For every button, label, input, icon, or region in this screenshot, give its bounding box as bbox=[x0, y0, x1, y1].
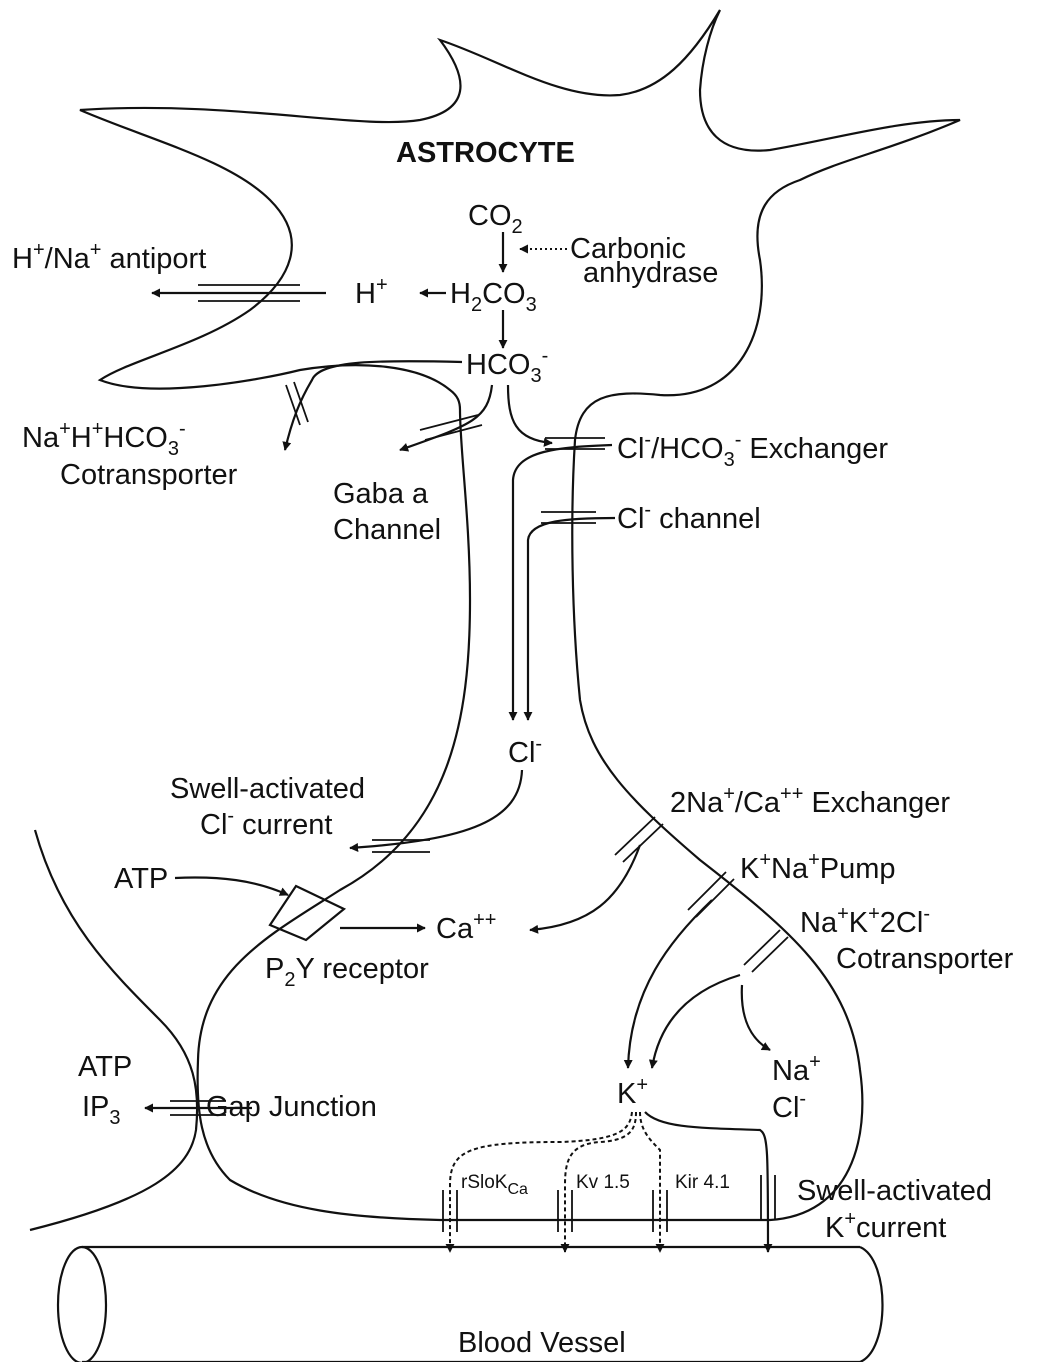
cotransporter-channel-mark-2 bbox=[293, 381, 309, 423]
h2co3-label: H2CO3 bbox=[450, 278, 537, 316]
svg-text:Cl- channel: Cl- channel bbox=[617, 499, 761, 535]
atp-arrow bbox=[174, 876, 289, 897]
svg-text:P2Y receptor: P2Y receptor bbox=[265, 953, 429, 991]
kv-label: Kv 1.5 bbox=[576, 1172, 630, 1193]
cl-ion-label: Cl- bbox=[508, 733, 542, 769]
hco3-efflux-arrow bbox=[506, 384, 553, 447]
svg-text:Na+: Na+ bbox=[772, 1051, 821, 1087]
svg-text:H+/Na+ antiport: H+/Na+ antiport bbox=[12, 239, 206, 275]
svg-text:Cotransporter: Cotransporter bbox=[836, 943, 1014, 975]
cl-channel-label: Cl- channel bbox=[617, 499, 761, 535]
hco3-label: HCO3- bbox=[466, 345, 548, 387]
svg-text:Na+H+HCO3-: Na+H+HCO3- bbox=[22, 418, 186, 460]
cotransporter-channel-mark-1 bbox=[285, 384, 301, 426]
na-cl-out-label: Na+ Cl- bbox=[772, 1051, 821, 1124]
swell-cl-label-2: Cl- current bbox=[200, 805, 332, 841]
atp-ip3-label-2: IP3 bbox=[82, 1091, 121, 1129]
svg-text:Na+K+2Cl-: Na+K+2Cl- bbox=[800, 903, 930, 939]
svg-text:H2CO3: H2CO3 bbox=[450, 278, 537, 316]
svg-text:Cl- current: Cl- current bbox=[200, 805, 332, 841]
svg-text:K+: K+ bbox=[617, 1074, 648, 1110]
ca-label: Ca++ bbox=[436, 909, 496, 945]
gaba-arrow bbox=[399, 384, 494, 452]
atp-ip3-label-1: ATP bbox=[78, 1051, 132, 1083]
exchanger-cl-arrow bbox=[508, 443, 613, 721]
cotransporter-1-label: Na+H+HCO3- Cotransporter bbox=[22, 418, 238, 491]
carbonic-label-2: anhydrase bbox=[583, 257, 718, 289]
svg-text:2Na+/Ca++ Exchanger: 2Na+/Ca++ Exchanger bbox=[670, 783, 950, 819]
swell-cl-arrow bbox=[349, 769, 524, 852]
na-ca-mark-1 bbox=[614, 816, 656, 856]
atp-label: ATP bbox=[114, 863, 168, 895]
nak2cl-mark-1 bbox=[743, 929, 781, 966]
svg-text:IP3: IP3 bbox=[82, 1091, 121, 1129]
swell-cl-label-1: Swell-activated bbox=[170, 773, 365, 805]
exchanger-label: Cl-/HCO3- Exchanger bbox=[617, 429, 888, 471]
svg-text:Cl-: Cl- bbox=[772, 1088, 806, 1124]
adjacent-cell-outline bbox=[29, 829, 199, 1232]
gaba-channel-mark-2 bbox=[424, 424, 483, 441]
svg-text:Cl-: Cl- bbox=[508, 733, 542, 769]
gaba-channel-mark-1 bbox=[419, 414, 479, 431]
pump-mark-1 bbox=[687, 871, 727, 911]
kir-path bbox=[639, 1111, 665, 1253]
astrocyte-label: ASTROCYTE bbox=[396, 137, 575, 169]
gap-junction-label: Gap Junction bbox=[206, 1091, 377, 1123]
nak2cl-nacl-arrow bbox=[740, 984, 771, 1051]
pump-arrow bbox=[623, 899, 713, 1069]
antiport-label: H+/Na+ antiport bbox=[12, 239, 206, 275]
svg-text:H+: H+ bbox=[355, 274, 388, 310]
svg-text:CO2: CO2 bbox=[468, 200, 523, 238]
svg-text:K+Na+Pump: K+Na+Pump bbox=[740, 849, 896, 885]
svg-text:Ca++: Ca++ bbox=[436, 909, 496, 945]
pump-label: K+Na+Pump bbox=[740, 849, 896, 885]
swell-k-path bbox=[644, 1111, 773, 1253]
svg-text:HCO3-: HCO3- bbox=[466, 345, 548, 387]
svg-text:Cl-/HCO3- Exchanger: Cl-/HCO3- Exchanger bbox=[617, 429, 888, 471]
nak2cl-k-arrow bbox=[648, 973, 741, 1069]
astrocyte-outline bbox=[79, 9, 961, 1222]
svg-text:rSloKCa: rSloKCa bbox=[461, 1172, 528, 1198]
swell-k-label-2: K+current bbox=[825, 1208, 946, 1244]
blood-vessel bbox=[56, 1245, 884, 1362]
h-plus-label: H+ bbox=[355, 274, 388, 310]
svg-text:Cotransporter: Cotransporter bbox=[60, 459, 238, 491]
na-ca-arrow bbox=[529, 844, 642, 934]
svg-text:K+current: K+current bbox=[825, 1208, 946, 1244]
carbonic-label-1: Carbonic bbox=[570, 233, 686, 265]
rslok-label: rSloKCa bbox=[461, 1172, 528, 1198]
na-ca-mark-2 bbox=[622, 823, 664, 863]
kv-path bbox=[560, 1111, 637, 1253]
swell-k-label-1: Swell-activated bbox=[797, 1175, 992, 1207]
gaba-label-2: Channel bbox=[333, 514, 441, 546]
gaba-label-1: Gaba a bbox=[333, 478, 429, 510]
p2y-receptor-icon bbox=[268, 884, 347, 942]
co2-label: CO2 bbox=[468, 200, 523, 238]
nak2cl-mark-2 bbox=[751, 936, 789, 973]
p2y-label: P2Y receptor bbox=[265, 953, 429, 991]
cotransporter-arrow bbox=[282, 360, 463, 451]
k-ion-label: K+ bbox=[617, 1074, 648, 1110]
blood-vessel-label: Blood Vessel bbox=[458, 1327, 626, 1359]
na-ca-exchanger-label: 2Na+/Ca++ Exchanger bbox=[670, 783, 950, 819]
nak2cl-label: Na+K+2Cl- Cotransporter bbox=[800, 903, 1014, 975]
kir-label: Kir 4.1 bbox=[675, 1172, 730, 1193]
